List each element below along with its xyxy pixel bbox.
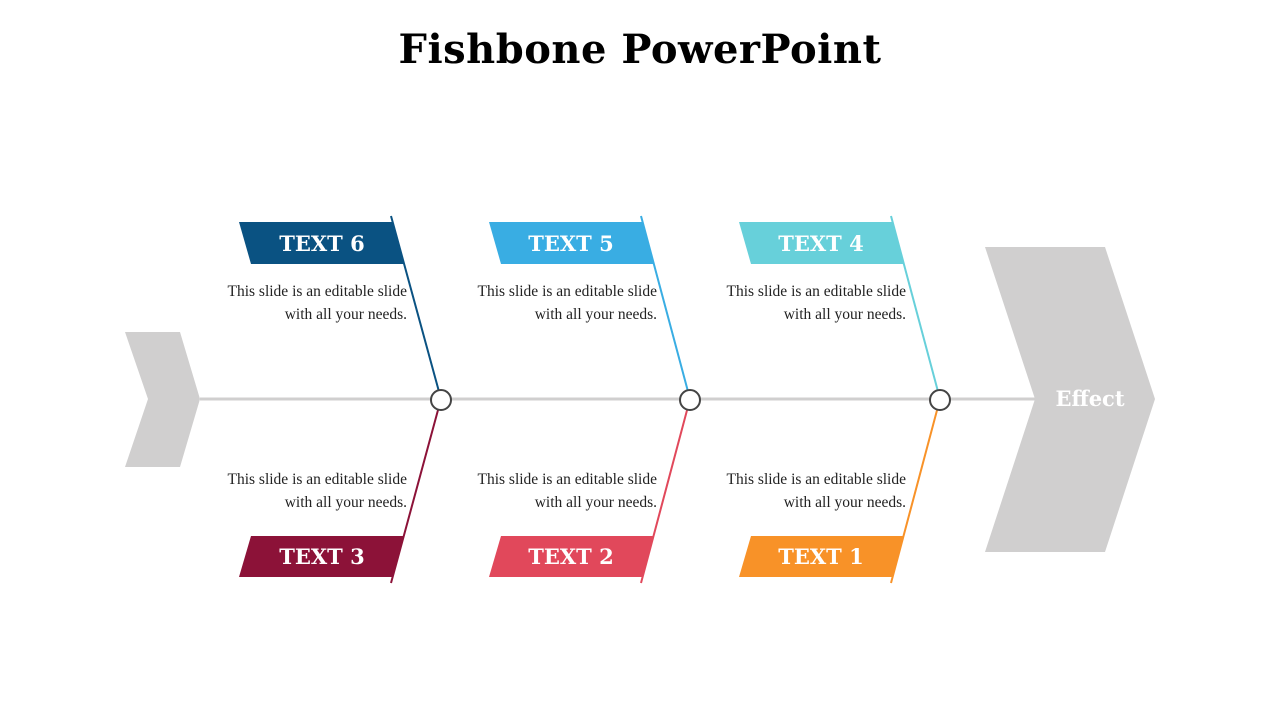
banner-text3: [239, 536, 404, 577]
effect-head: [985, 247, 1155, 552]
description-text3: This slide is an editable slide with all…: [227, 471, 407, 511]
joint-circle-2: [679, 389, 701, 411]
banner-label-text2: TEXT 2: [528, 544, 613, 569]
banner-label-text5: TEXT 5: [528, 231, 613, 256]
banner-label-text4: TEXT 4: [778, 231, 863, 256]
banner-text5: [489, 222, 654, 264]
banner-text1: [739, 536, 904, 577]
bone-text6: [390, 215, 442, 400]
description-text4: This slide is an editable slide with all…: [726, 283, 906, 323]
joint-circle-3: [929, 389, 951, 411]
effect-label: Effect: [1055, 386, 1124, 411]
description-text2: This slide is an editable slide with all…: [477, 471, 657, 511]
banner-label-text3: TEXT 3: [279, 544, 364, 569]
description-text1: This slide is an editable slide with all…: [726, 471, 906, 511]
joint-circle-1: [430, 389, 452, 411]
banner-text2: [489, 536, 654, 577]
banner-text4: [739, 222, 904, 264]
banner-text6: [239, 222, 404, 264]
bone-text4: [890, 215, 941, 400]
banner-label-text1: TEXT 1: [778, 544, 863, 569]
slide-title: Fishbone PowerPoint: [398, 26, 882, 73]
tail-chevron: [125, 332, 200, 467]
description-text6: This slide is an editable slide with all…: [227, 283, 407, 323]
bone-text3: [390, 398, 442, 584]
bone-text5: [640, 215, 691, 400]
banner-label-text6: TEXT 6: [279, 231, 364, 256]
description-text5: This slide is an editable slide with all…: [477, 283, 657, 323]
